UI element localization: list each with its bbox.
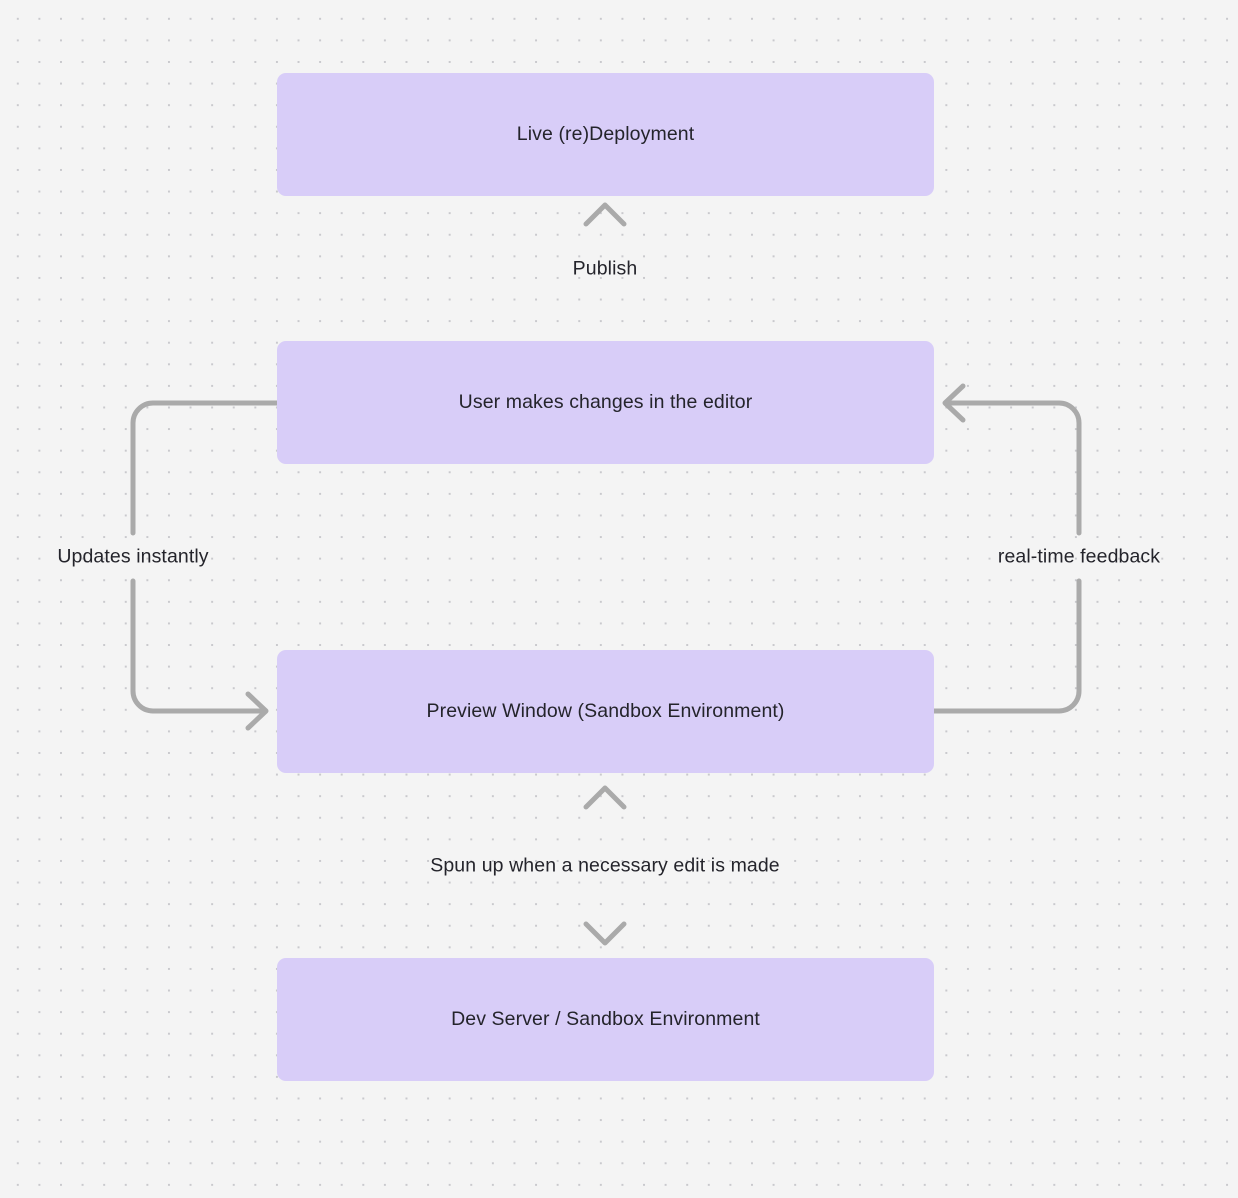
node-live-redeployment[interactable]: Live (re)Deployment [277, 73, 934, 196]
node-label: Live (re)Deployment [516, 123, 695, 146]
edge-label-publish: Publish [572, 257, 638, 280]
edge-label-updates-instantly: Updates instantly [57, 545, 209, 568]
edge-label-spun-up: Spun up when a necessary edit is made [430, 854, 780, 877]
node-dev-server-sandbox-environment[interactable]: Dev Server / Sandbox Environment [277, 958, 934, 1081]
edge-label-real-time-feedback: real-time feedback [997, 545, 1161, 568]
node-user-makes-changes-in-the-editor[interactable]: User makes changes in the editor [277, 341, 934, 464]
node-label: Preview Window (Sandbox Environment) [426, 700, 785, 723]
node-label: User makes changes in the editor [458, 391, 753, 414]
node-label: Dev Server / Sandbox Environment [451, 1008, 760, 1031]
node-preview-window-sandbox-environment[interactable]: Preview Window (Sandbox Environment) [277, 650, 934, 773]
